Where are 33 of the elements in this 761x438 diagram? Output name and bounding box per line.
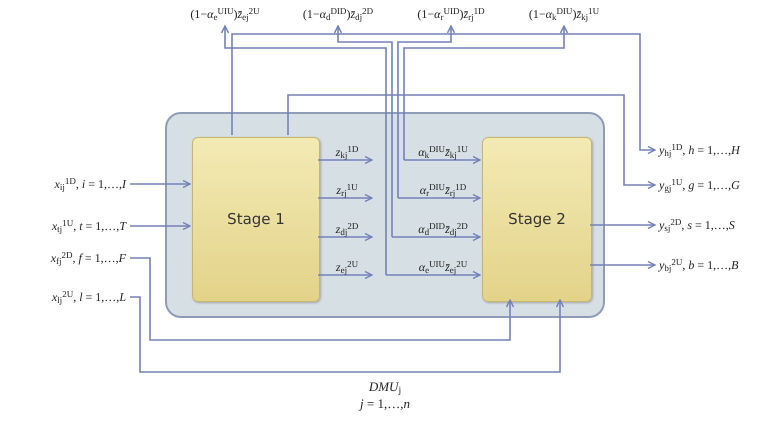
math-label: y$_{sj}$$^{2D}$, s = 1,…,S <box>659 219 735 231</box>
stage-box: Stage 1 <box>192 137 320 302</box>
arrow <box>403 25 568 160</box>
arrow <box>397 25 456 198</box>
arrow <box>392 232 481 242</box>
stage-box: Stage 2 <box>482 137 592 302</box>
arrow <box>130 180 191 188</box>
arrow <box>231 33 656 154</box>
math-label: x$_{lj}$$^{2U}$, l = 1,…,L <box>52 291 126 303</box>
arrow <box>398 194 481 202</box>
math-label: x$_{ij}$$^{1D}$, i = 1,…,I <box>54 178 126 190</box>
arrow <box>318 232 373 242</box>
arrow <box>318 194 373 202</box>
math-label: y$_{bj}$$^{2U}$, b = 1,…,B <box>659 259 738 271</box>
arrow <box>130 296 564 373</box>
arrow <box>220 25 387 275</box>
dmu-label: DMU$_{j}$ <box>368 380 402 393</box>
math-label: y$_{hj}$$^{1D}$, h = 1,…,H <box>659 144 740 156</box>
math-label: y$_{gj}$$^{1U}$, g = 1,…,G <box>659 179 740 191</box>
math-label: x$_{tj}$$^{1U}$, t = 1,…,T <box>52 220 126 232</box>
arrow <box>590 260 656 270</box>
arrow <box>130 257 514 341</box>
arrow <box>590 220 656 230</box>
arrow <box>318 270 373 280</box>
math-label: x$_{fj}$$^{2D}$, f = 1,…,F <box>50 252 126 264</box>
arrow <box>318 156 373 164</box>
arrow <box>334 25 393 237</box>
arrow <box>386 270 481 280</box>
arrow <box>287 94 656 190</box>
dmu-label: j = 1,…,n <box>360 397 410 410</box>
arrow <box>404 156 481 164</box>
arrow <box>130 222 191 230</box>
dmu-container <box>165 112 605 318</box>
